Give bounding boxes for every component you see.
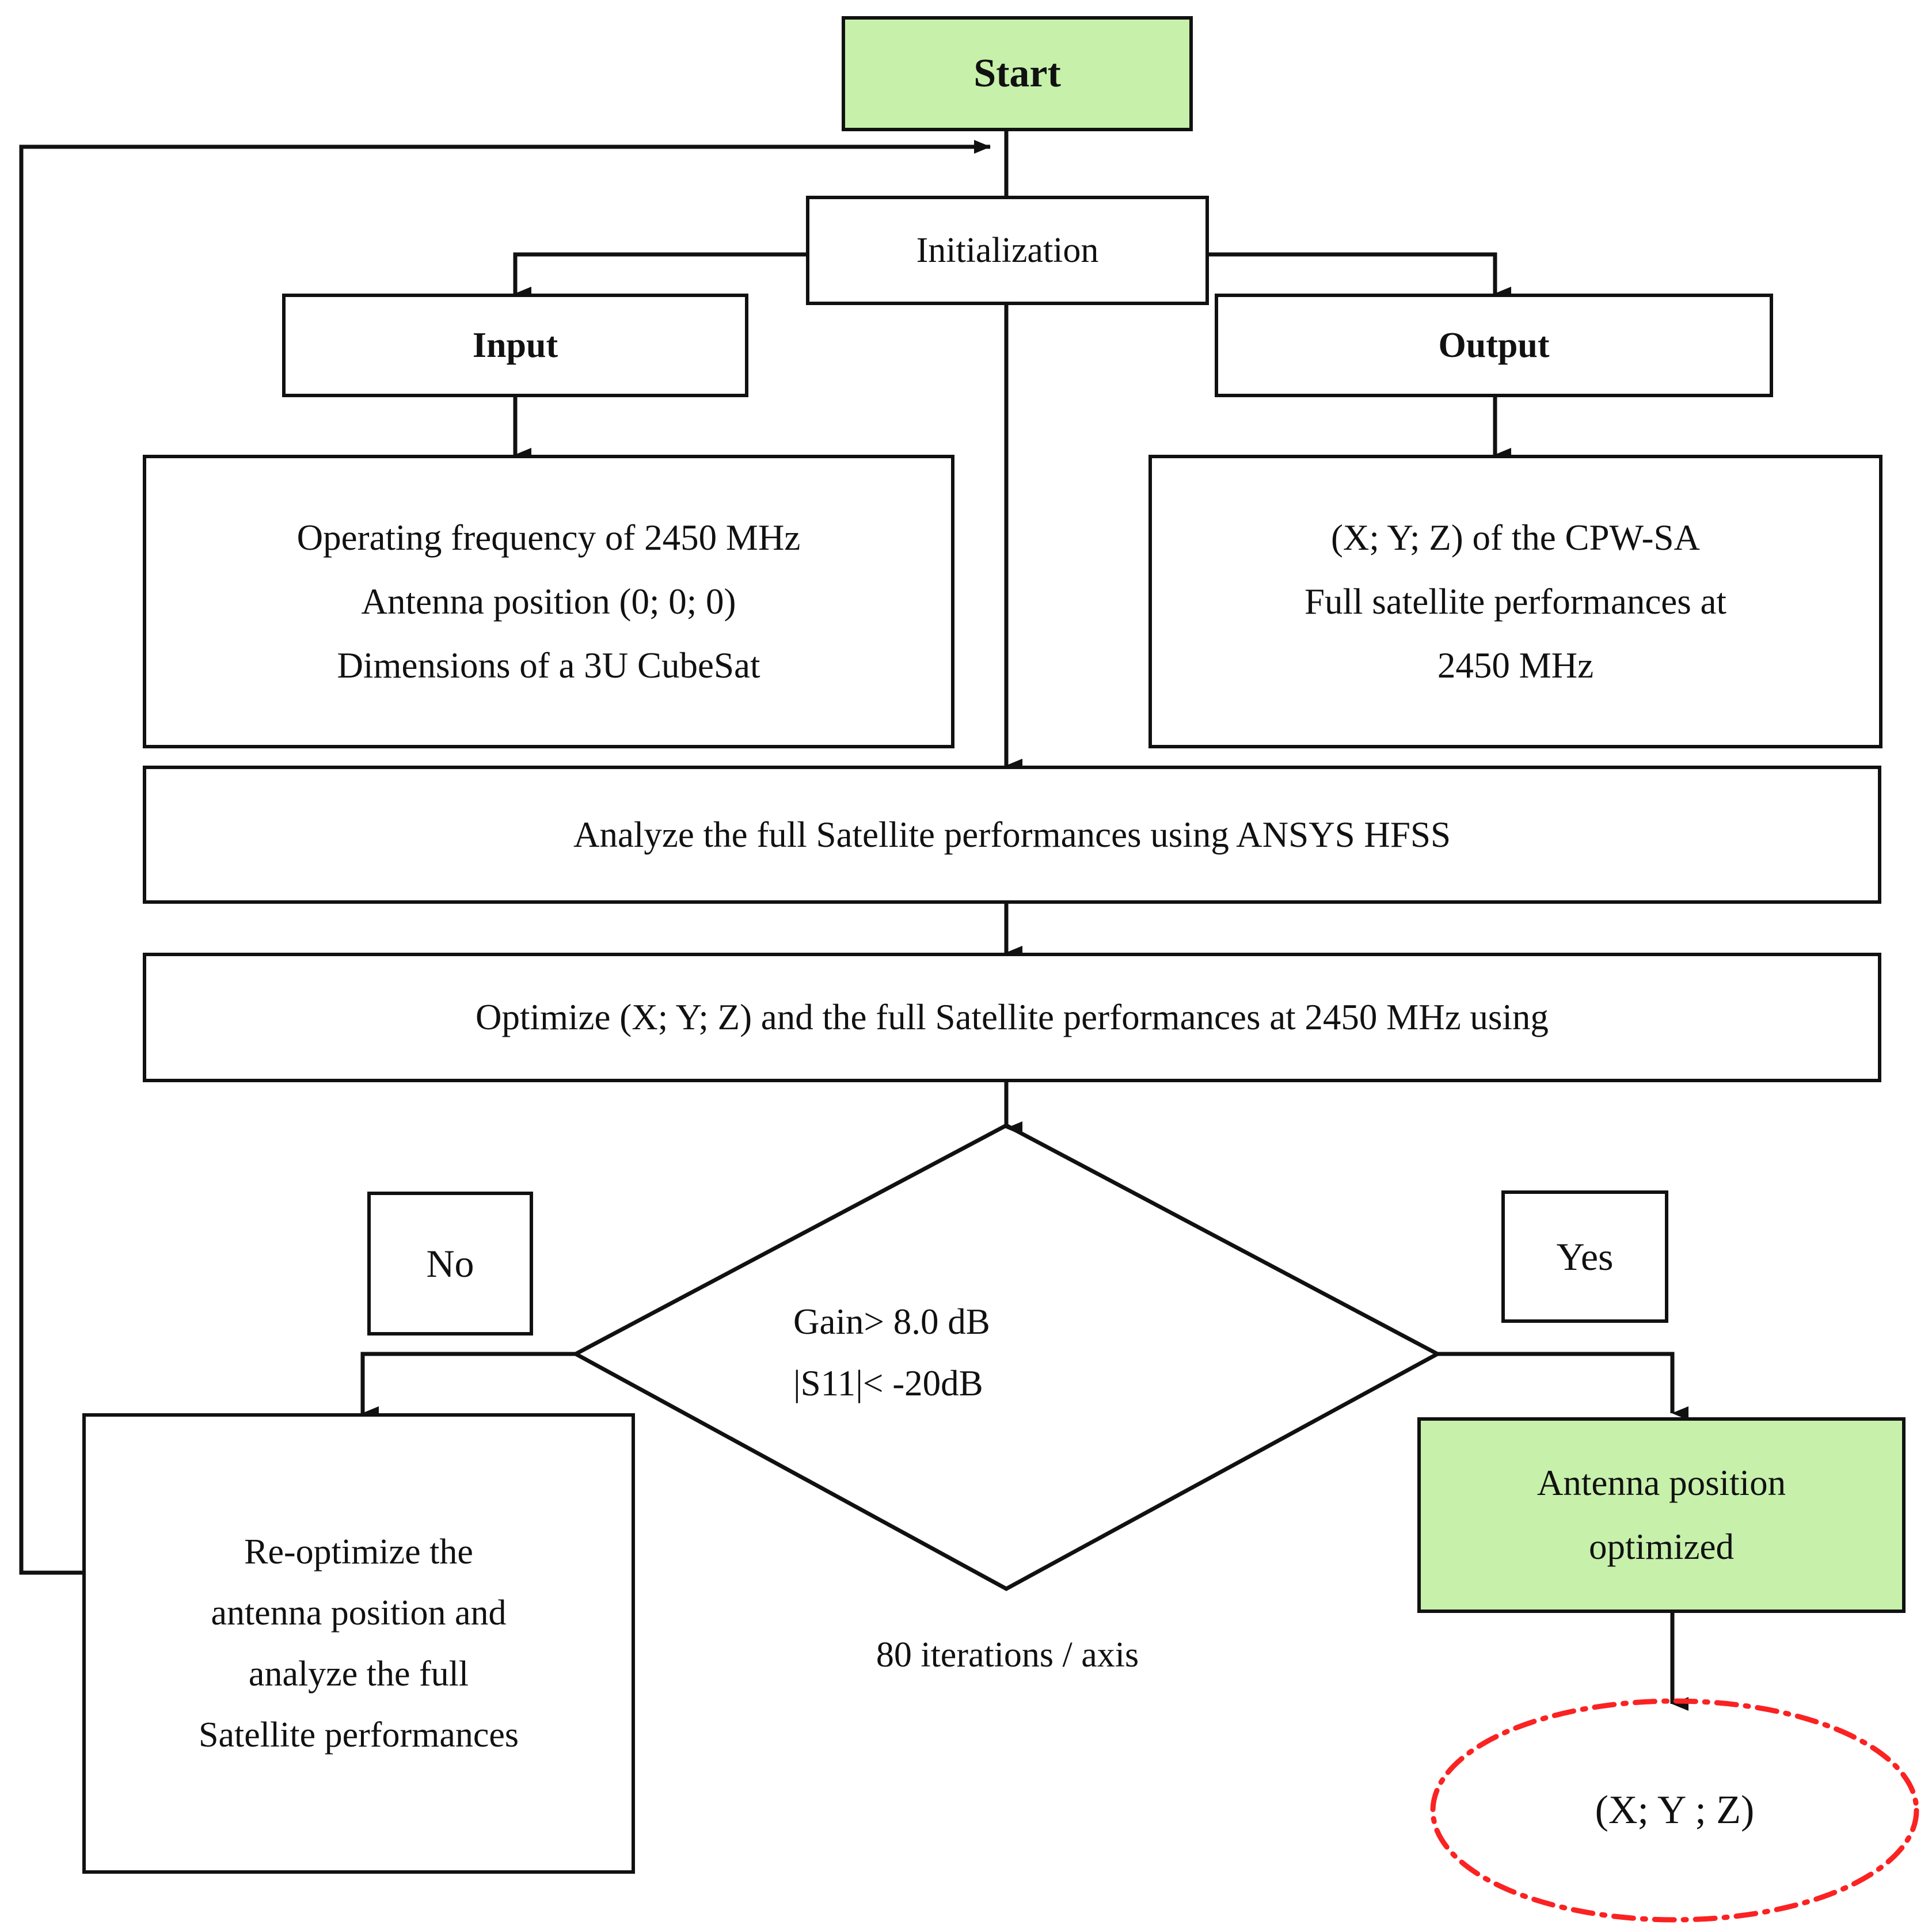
node-optimized[interactable]: Antenna position optimized <box>1417 1417 1906 1613</box>
node-decision[interactable]: Gain> 8.0 dB |S11|< -20dB <box>793 1275 1219 1430</box>
node-reoptimize[interactable]: Re-optimize the antenna position and ana… <box>82 1413 635 1874</box>
node-output-header[interactable]: Output <box>1215 294 1773 397</box>
input-body-line-1: Operating frequency of 2450 MHz <box>296 517 801 558</box>
node-optimize-label: Optimize (X; Y; Z) and the full Satellit… <box>476 997 1549 1037</box>
reoptimize-line-2: antenna position and <box>211 1593 507 1633</box>
node-input-header-label: Input <box>472 326 558 365</box>
node-initialization-label: Initialization <box>916 231 1099 270</box>
output-body-line-3: 2450 MHz <box>1437 645 1594 686</box>
yes-label-text: Yes <box>1556 1235 1614 1279</box>
decision-line-1: Gain> 8.0 dB <box>793 1302 990 1342</box>
input-body-line-3: Dimensions of a 3U CubeSat <box>337 645 760 686</box>
input-body-line-2: Antenna position (0; 0; 0) <box>361 581 736 622</box>
reoptimize-line-3: analyze the full <box>248 1654 469 1694</box>
output-body-line-2: Full satellite performances at <box>1305 581 1726 622</box>
no-label-text: No <box>426 1242 474 1285</box>
result-ellipse-outline <box>1430 1698 1919 1923</box>
reoptimize-line-4: Satellite performances <box>198 1715 519 1755</box>
node-start-label: Start <box>973 51 1061 96</box>
node-input-body[interactable]: Operating frequency of 2450 MHz Antenna … <box>143 455 954 748</box>
wire-decision-yes-to-optimized <box>1437 1352 1688 1420</box>
node-analyze-label: Analyze the full Satellite performances … <box>573 814 1451 855</box>
iterations-note: 80 iterations / axis <box>876 1635 1139 1675</box>
wire-decision-no-to-reoptimize <box>360 1352 576 1420</box>
node-analyze[interactable]: Analyze the full Satellite performances … <box>143 766 1881 904</box>
decision-line-2: |S11|< -20dB <box>793 1363 983 1403</box>
node-result[interactable]: (X; Y ; Z) <box>1427 1695 1923 1926</box>
wire-initialization-to-output <box>1209 252 1511 300</box>
node-initialization[interactable]: Initialization <box>806 196 1209 305</box>
node-output-body[interactable]: (X; Y; Z) of the CPW-SA Full satellite p… <box>1148 455 1882 748</box>
reoptimize-line-1: Re-optimize the <box>244 1532 473 1572</box>
optimized-line-1: Antenna position <box>1537 1463 1786 1503</box>
node-yes-label[interactable]: Yes <box>1501 1190 1668 1323</box>
node-start[interactable]: Start <box>842 16 1193 131</box>
node-output-header-label: Output <box>1438 326 1550 365</box>
wire-initialization-to-input <box>513 252 806 300</box>
node-input-header[interactable]: Input <box>282 294 748 397</box>
node-optimize[interactable]: Optimize (X; Y; Z) and the full Satellit… <box>143 953 1881 1082</box>
node-no-label[interactable]: No <box>367 1192 533 1336</box>
result-label: (X; Y ; Z) <box>1595 1788 1755 1832</box>
output-body-line-1: (X; Y; Z) of the CPW-SA <box>1330 517 1701 558</box>
optimized-line-2: optimized <box>1589 1527 1734 1567</box>
